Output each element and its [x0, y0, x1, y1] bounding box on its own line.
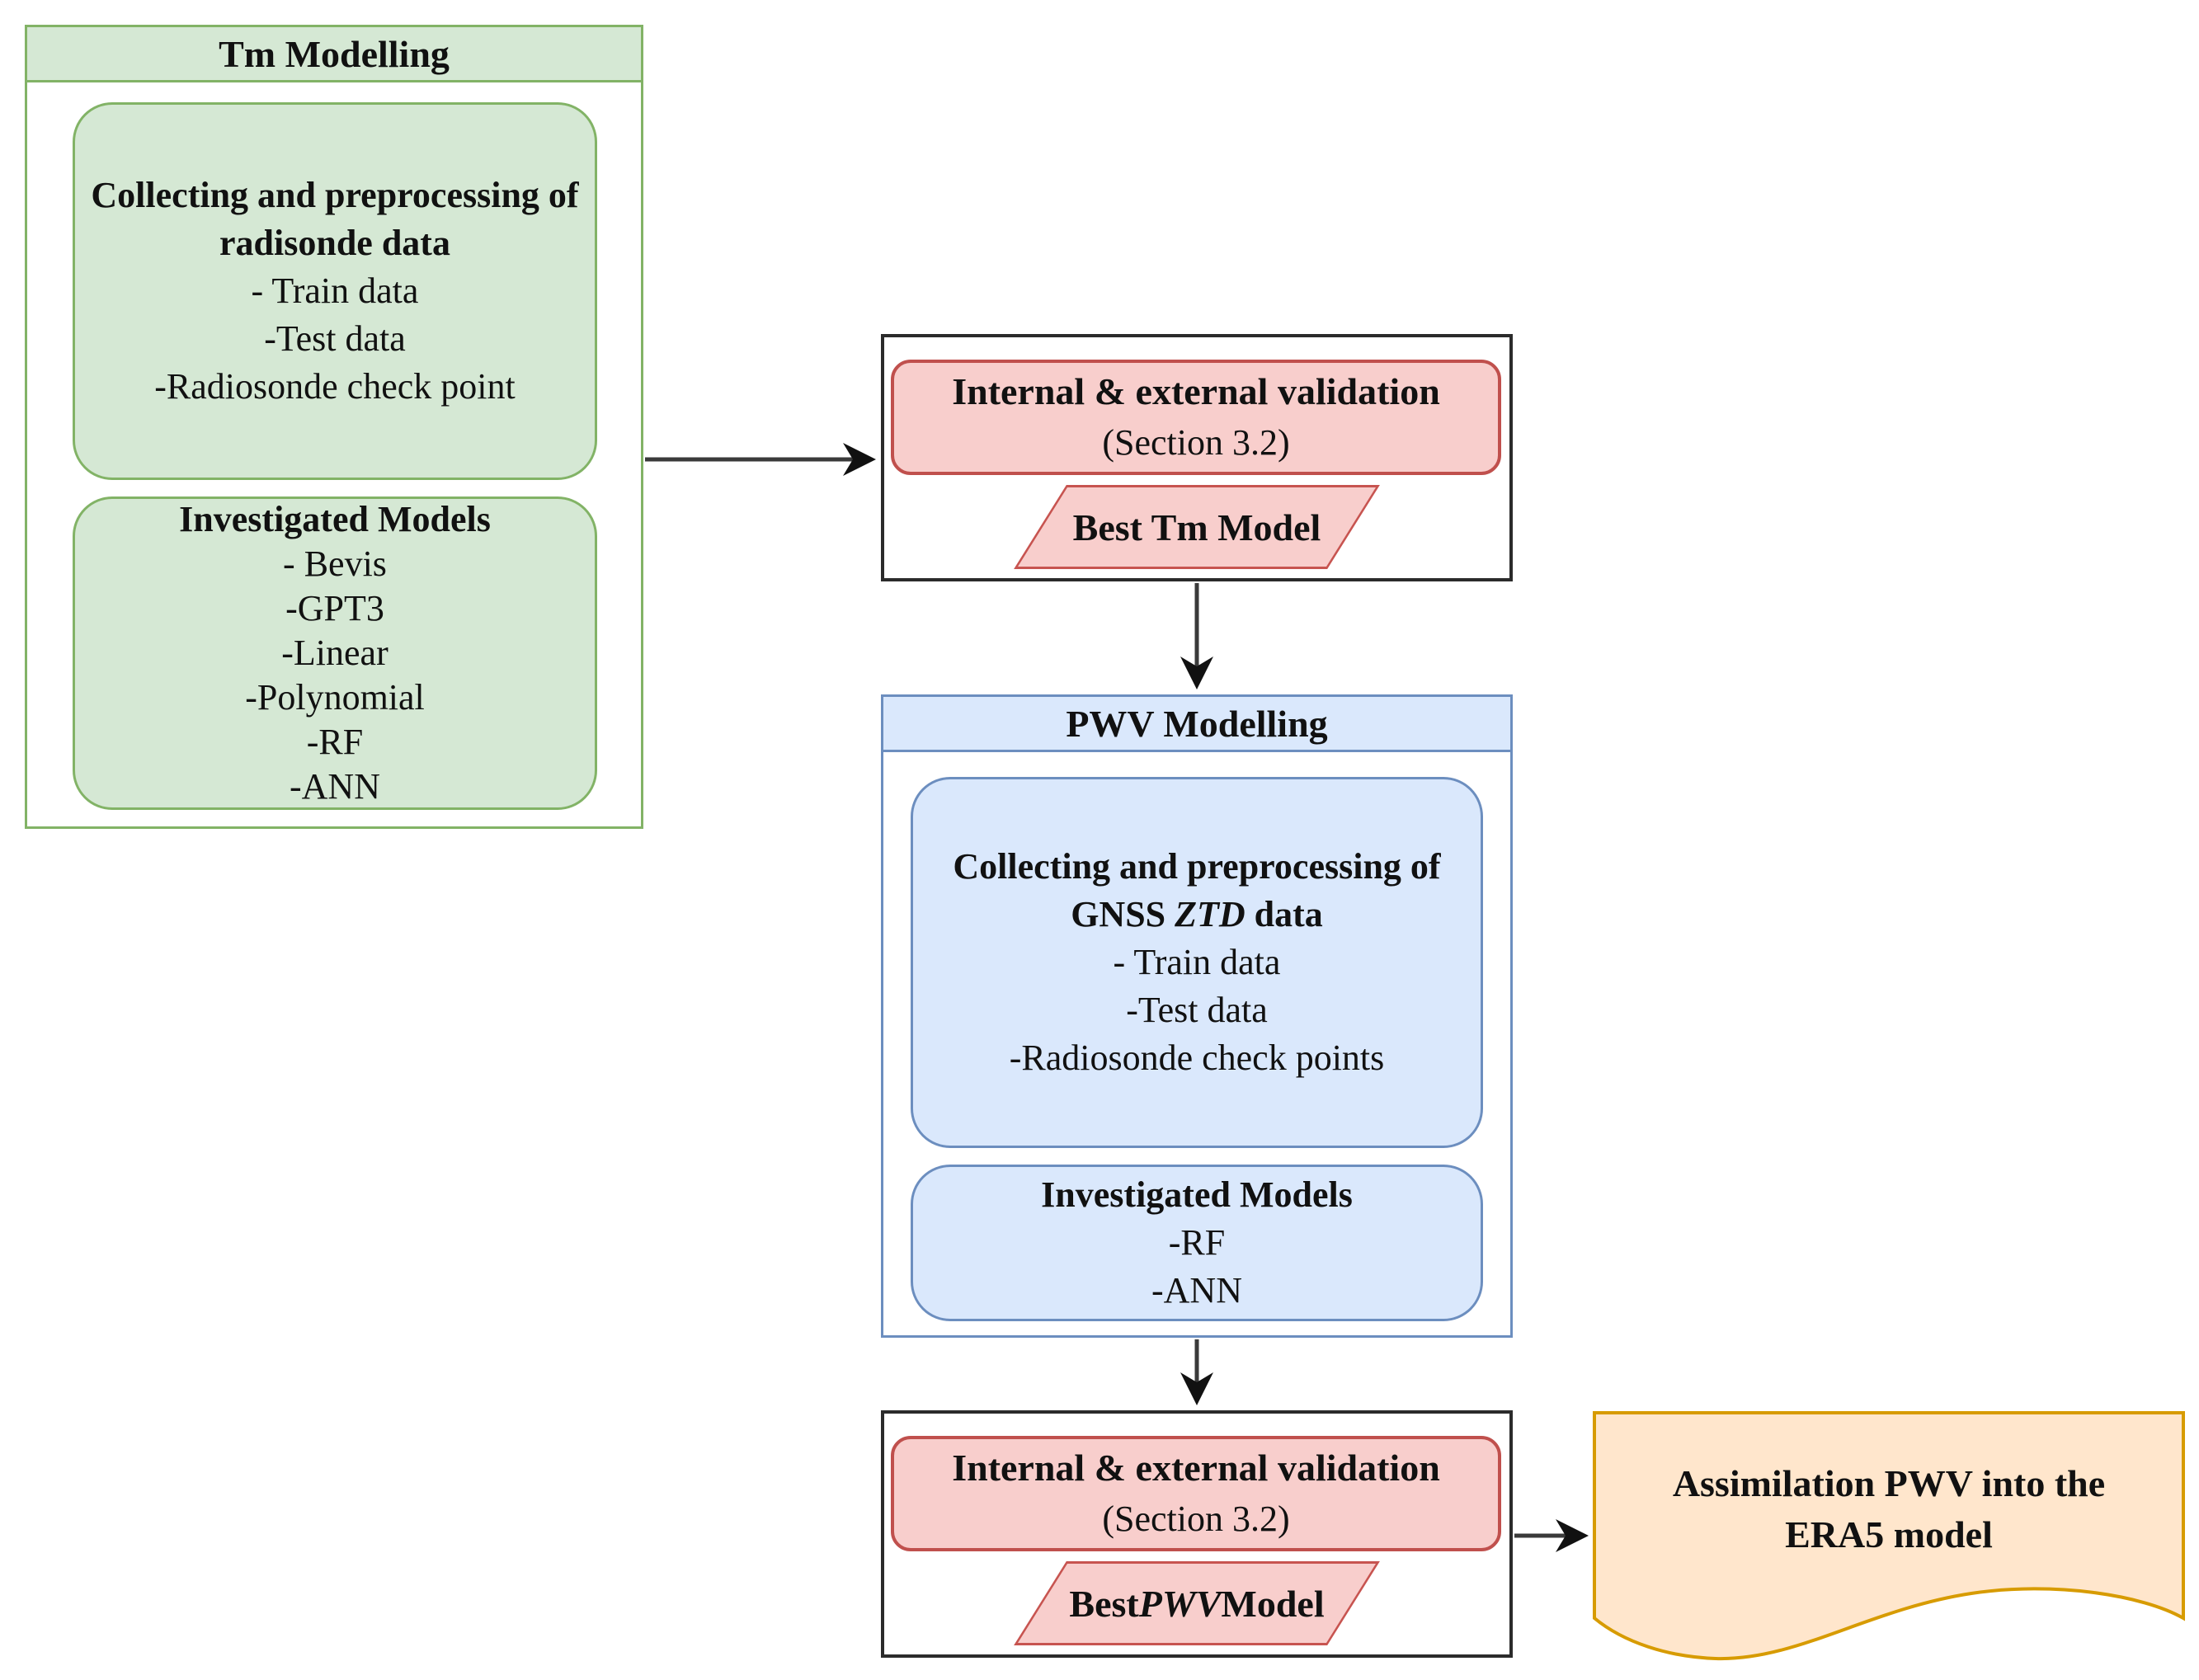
best-tm-model-parallelogram: Best Tm Model: [1014, 485, 1380, 569]
model-suffix: Model: [1221, 1582, 1325, 1625]
tm-models-item: -RF: [306, 722, 364, 762]
best-pwv-model-parallelogram: Best PWV Model: [1014, 1561, 1380, 1645]
tm-models-item: -ANN: [290, 766, 380, 807]
pwv-models-item: -ANN: [1151, 1270, 1242, 1311]
tm-data-heading-line2: radisonde data: [219, 223, 450, 263]
pwv-data-heading-line2: GNSS ZTD data: [1071, 891, 1323, 939]
tm-models-item: -GPT3: [285, 588, 384, 628]
pwv-validation-line1: Internal & external validation: [952, 1447, 1440, 1489]
assimilation-line2: ERA5 model: [1785, 1513, 1993, 1555]
pwv-modelling-header: PWV Modelling: [881, 694, 1513, 752]
tm-models-heading: Investigated Models: [179, 499, 491, 539]
tm-data-box: Collecting and preprocessing of radisond…: [73, 102, 597, 480]
pwv-validation-box: Internal & external validation (Section …: [891, 1436, 1501, 1551]
tm-data-item: - Train data: [251, 271, 419, 311]
pwv-models-box: Investigated Models -RF -ANN: [911, 1165, 1483, 1321]
gnss-prefix: GNSS: [1071, 894, 1175, 934]
tm-data-item: -Radiosonde check point: [154, 366, 516, 407]
tm-validation-line2: (Section 3.2): [1102, 422, 1290, 463]
tm-models-box: Investigated Models - Bevis -GPT3 -Linea…: [73, 496, 597, 810]
document-outline: [1593, 1411, 2185, 1661]
tm-models-item: -Linear: [281, 633, 388, 673]
tm-models-item: -Polynomial: [245, 677, 425, 718]
gnss-suffix: data: [1245, 894, 1323, 934]
pwv-italic: PWV: [1138, 1582, 1222, 1625]
tm-validation-line1: Internal & external validation: [952, 370, 1440, 412]
pwv-data-heading-line1: Collecting and preprocessing of: [953, 846, 1441, 887]
best-pwv-model-label: Best PWV Model: [991, 1561, 1403, 1645]
pwv-models-heading: Investigated Models: [1041, 1174, 1353, 1215]
pwv-models-item: -RF: [1168, 1222, 1226, 1263]
pwv-validation-line2: (Section 3.2): [1102, 1499, 1290, 1539]
assimilation-line1: Assimilation PWV into the: [1672, 1462, 2106, 1504]
tm-modelling-header: Tm Modelling: [25, 25, 643, 82]
ztd-italic: ZTD: [1175, 894, 1245, 934]
best-tm-model-label: Best Tm Model: [1072, 506, 1321, 548]
pwv-data-box: Collecting and preprocessing of GNSS ZTD…: [911, 777, 1483, 1148]
pwv-data-item: -Radiosonde check points: [1009, 1038, 1385, 1078]
tm-data-heading-line1: Collecting and preprocessing of: [91, 175, 579, 215]
best-prefix: Best: [1069, 1582, 1139, 1625]
pwv-data-item: -Test data: [1126, 990, 1268, 1030]
tm-modelling-title: Tm Modelling: [219, 32, 450, 75]
tm-data-item: -Test data: [264, 318, 406, 359]
assimilation-label: Assimilation PWV into the ERA5 model: [1592, 1453, 2186, 1565]
tm-validation-box: Internal & external validation (Section …: [891, 360, 1501, 475]
tm-models-item: - Bevis: [283, 544, 387, 584]
assimilation-document-shape: [1593, 1411, 2185, 1661]
pwv-data-item: - Train data: [1113, 942, 1281, 982]
pwv-modelling-title: PWV Modelling: [1066, 702, 1328, 745]
